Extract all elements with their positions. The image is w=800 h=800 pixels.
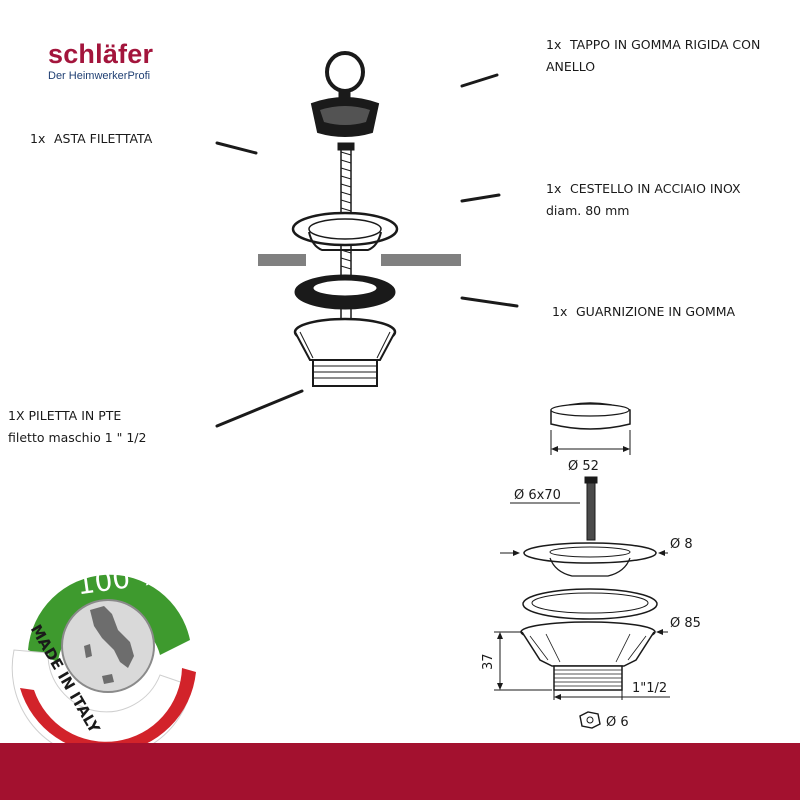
dim-rod: Ø 6x70 (514, 488, 561, 503)
leader-piletta (215, 389, 304, 428)
dim-cap: Ø 52 (568, 459, 599, 474)
footer-bar (0, 743, 800, 800)
leader-cestello (460, 193, 501, 203)
badge-green-arc (28, 574, 190, 662)
made-in-italy-badge: 100 % MADE IN ITALY (11, 556, 196, 760)
leader-lines (215, 73, 519, 428)
ring-handle (325, 51, 365, 93)
rod-drawing (586, 479, 596, 541)
callout-line: GUARNIZIONE IN GOMMA (575, 304, 736, 319)
callout-qty: 1x (552, 304, 568, 319)
callout-cestello: 1x CESTELLO IN ACCIAIO INOX diam. 80 mm (546, 178, 741, 222)
callout-qty: 1x (30, 131, 46, 146)
dim-thread: 1"1/2 (632, 681, 667, 696)
dim-height: 37 (481, 653, 496, 670)
callout-qty: 1x (546, 37, 562, 52)
callout-line: TAPPO IN GOMMA RIGIDA CON (569, 37, 761, 52)
exploded-view (258, 51, 461, 387)
dim-nut: Ø 6 (606, 715, 629, 730)
callout-line: ANELLO (546, 59, 596, 74)
brand-tagline: Der HeimwerkerProfi (48, 70, 151, 82)
dim-flange: Ø 8 (670, 537, 693, 552)
callout-tappo: 1x TAPPO IN GOMMA RIGIDA CON ANELLO (546, 34, 760, 78)
callout-line: filetto maschio 1 " 1/2 (8, 430, 147, 445)
brand-name: schläfer (48, 39, 154, 69)
badge-center (61, 599, 155, 693)
technical-view (494, 402, 670, 729)
callout-line: diam. 80 mm (546, 203, 630, 218)
callout-line: PILETTA IN PTE (28, 408, 122, 423)
callout-line: ASTA FILETTATA (53, 131, 153, 146)
callout-qty: 1X (8, 408, 25, 423)
leader-tappo (460, 73, 499, 88)
callout-asta: 1x ASTA FILETTATA (30, 128, 152, 150)
leader-guarnizione (460, 296, 519, 308)
callout-piletta: 1X PILETTA IN PTE filetto maschio 1 " 1/… (8, 405, 146, 449)
rod-head (337, 142, 355, 151)
brand-logo: schläfer Der HeimwerkerProfi (48, 40, 178, 83)
badge-red-arc (20, 668, 196, 753)
sink-sheet-right (381, 254, 461, 266)
callout-line: CESTELLO IN ACCIAIO INOX (569, 181, 741, 196)
rubber-stopper (310, 97, 380, 137)
callout-guarnizione: 1x GUARNIZIONE IN GOMMA (552, 301, 735, 323)
dim-body: Ø 85 (670, 616, 701, 631)
sink-sheet-left (258, 254, 306, 266)
callout-qty: 1x (546, 181, 562, 196)
italy-map-icon (90, 606, 134, 668)
drain-thread (312, 359, 378, 387)
leader-asta (215, 141, 258, 155)
